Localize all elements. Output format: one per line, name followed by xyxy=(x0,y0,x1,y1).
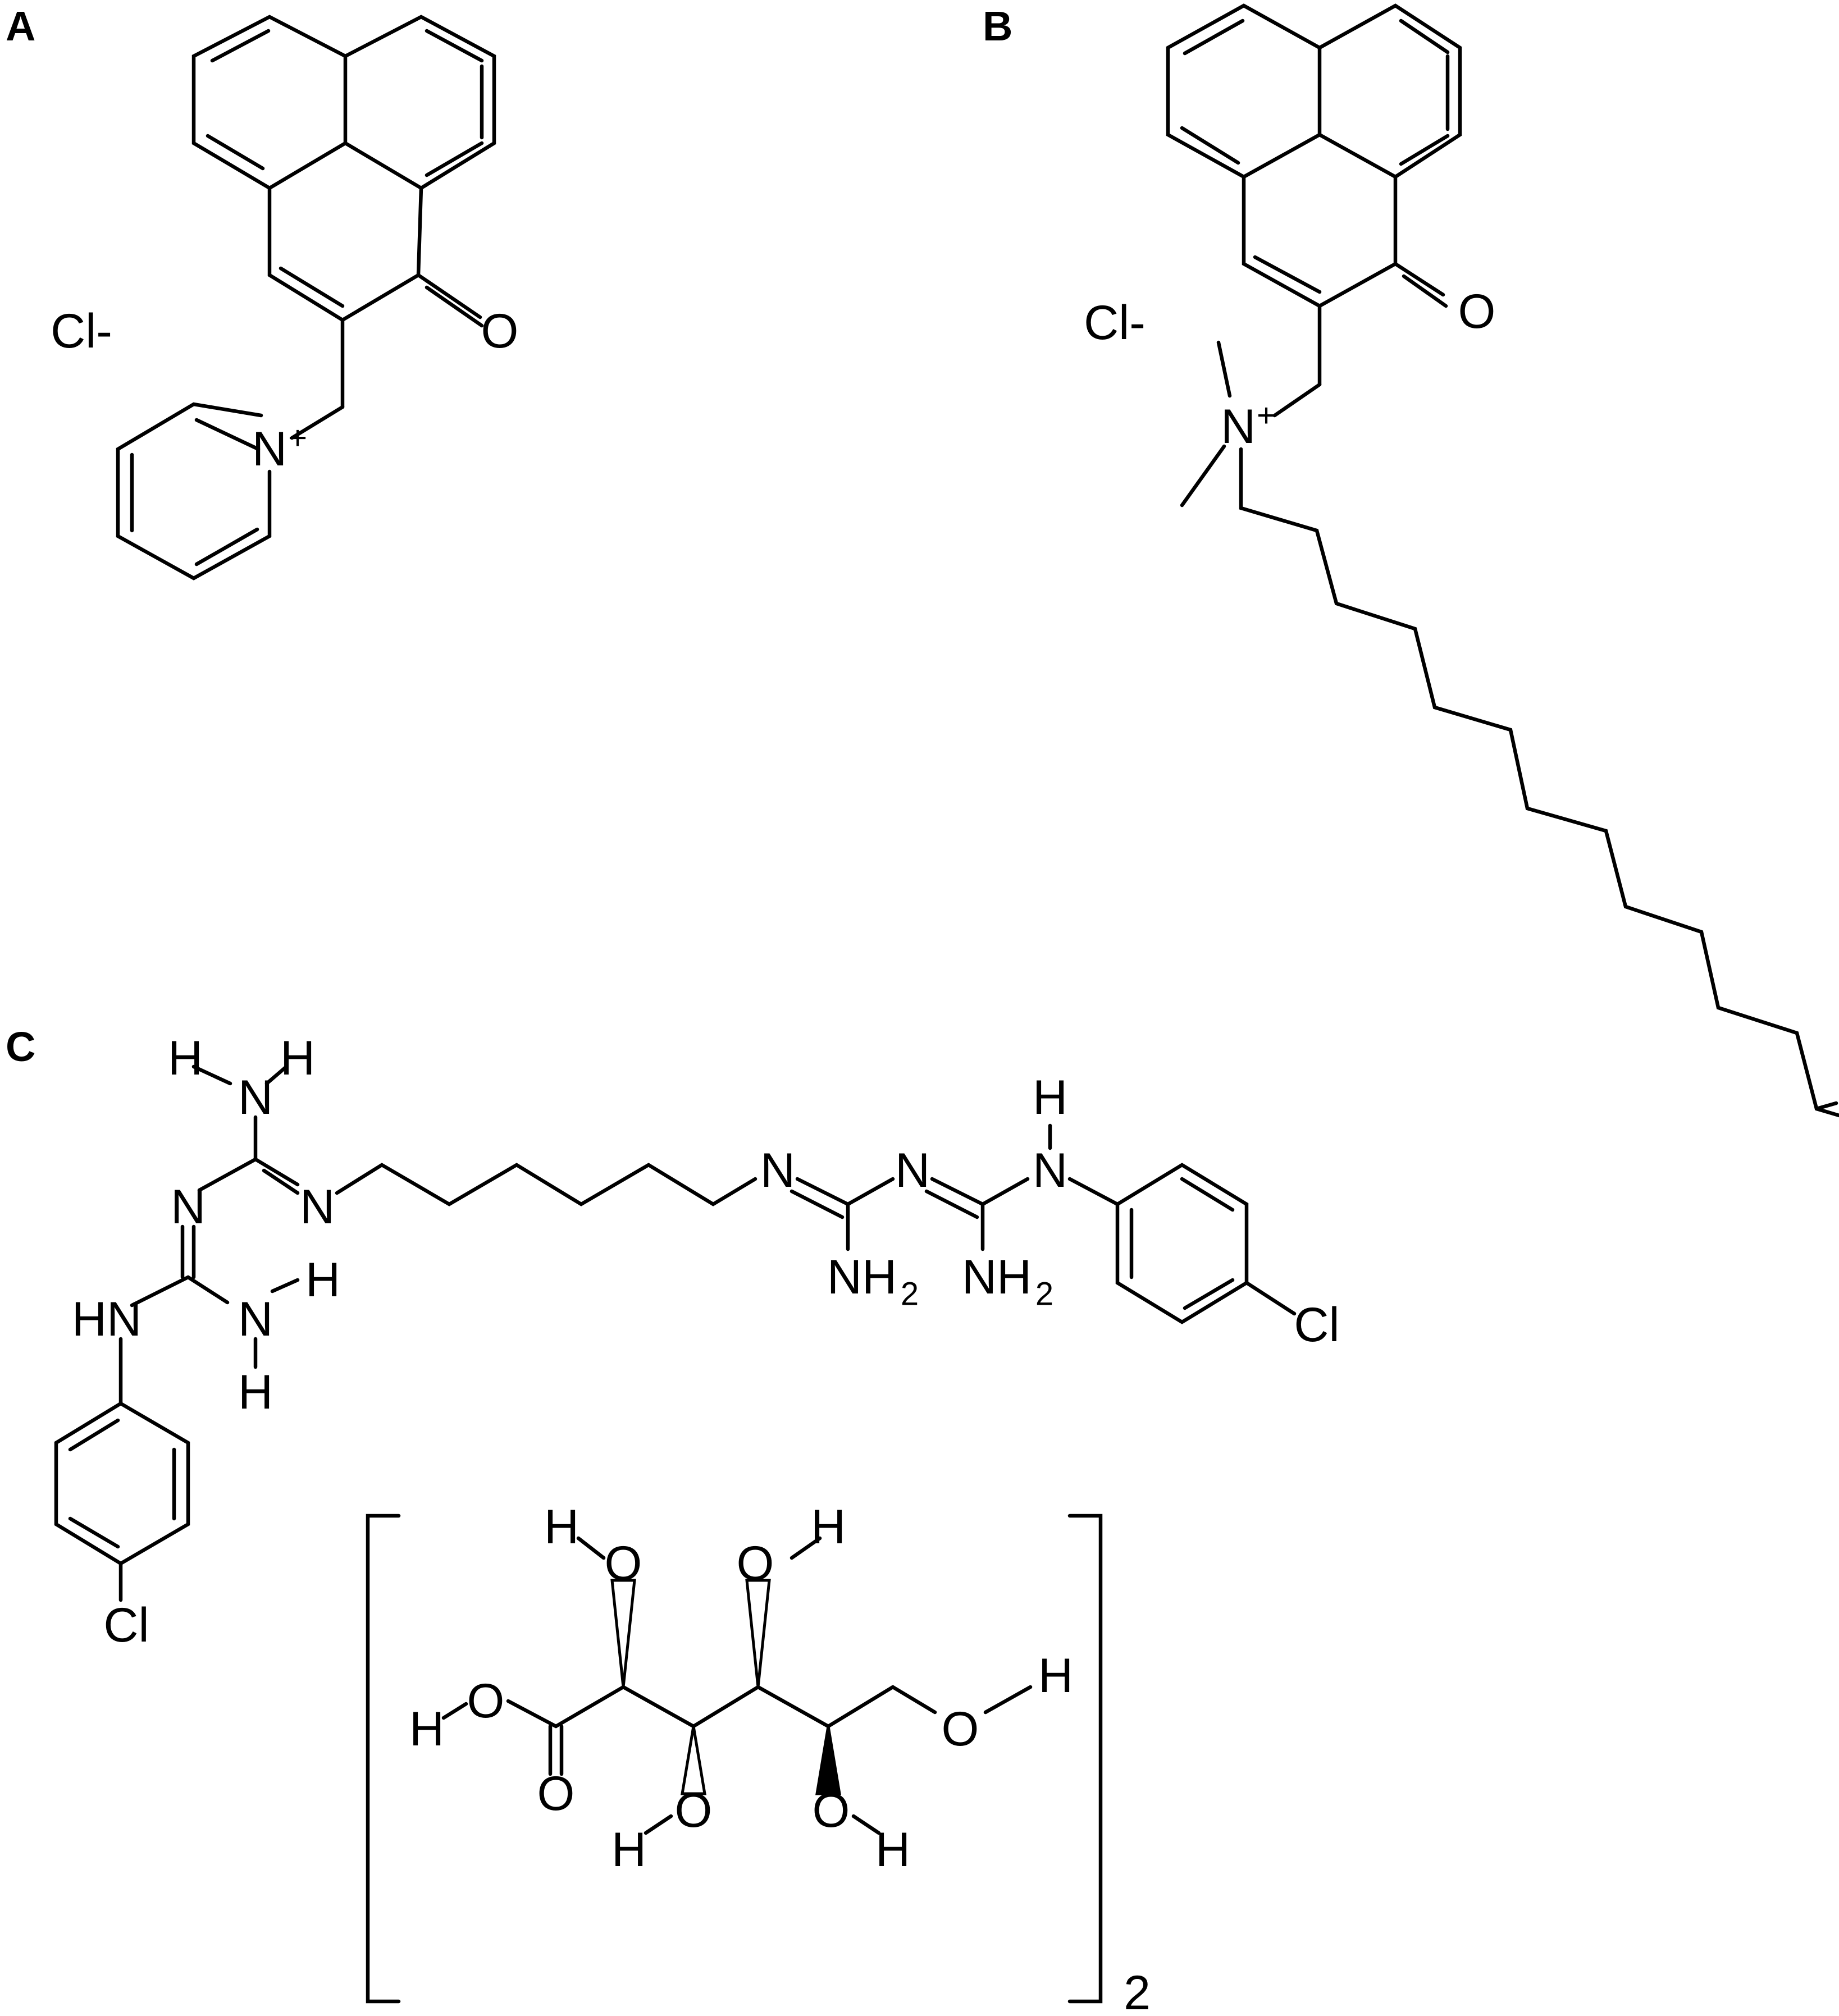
atom-o-c2: O xyxy=(605,1537,642,1590)
atom-o-c3: O xyxy=(675,1784,713,1837)
panel-b: B O N + xyxy=(983,3,1839,1118)
panel-a: A O N + Cl- xyxy=(6,3,519,580)
atom-h-4: H xyxy=(238,1365,273,1419)
panel-c-label: C xyxy=(6,1023,35,1070)
atom-n-chain-right: N xyxy=(760,1144,795,1197)
atom-h-3: H xyxy=(305,1253,340,1307)
atom-h-c3: H xyxy=(612,1823,646,1877)
atom-n-right-aryl: N xyxy=(1033,1144,1067,1197)
atom-h-2: H xyxy=(280,1031,315,1085)
panel-c-chlorhexidine-bonds xyxy=(54,1064,1297,1602)
panel-a-atom-n-charge: + xyxy=(288,420,307,456)
panel-c-gluconate-stereo-wedges xyxy=(610,1579,841,1795)
panel-c-chlorhexidine-atoms: H H N N N HN N H H Cl N N N H NH 2 NH 2 … xyxy=(72,1031,1340,1652)
panel-a-counterion: Cl- xyxy=(51,304,112,358)
atom-n-chain-left: N xyxy=(300,1180,335,1234)
atom-n-top-nh2: N xyxy=(238,1071,273,1124)
bracket-subscript: 2 xyxy=(1124,1966,1151,2016)
atom-nh2-1: NH xyxy=(827,1250,897,1304)
panel-b-counterion: Cl- xyxy=(1084,296,1146,350)
atom-cl-right: Cl xyxy=(1294,1298,1339,1352)
panel-b-atom-n-charge: + xyxy=(1257,397,1276,434)
atom-h-5: H xyxy=(1033,1071,1067,1124)
atom-h-c5: H xyxy=(875,1823,910,1877)
panel-a-bonds xyxy=(116,15,496,580)
atom-n-left: N xyxy=(171,1180,206,1234)
panel-b-bonds xyxy=(1166,3,1839,1118)
atom-o-c6: O xyxy=(942,1702,979,1756)
atom-o-cooh: O xyxy=(467,1674,505,1728)
atom-nh2-2-subscript: 2 xyxy=(1035,1276,1053,1313)
panel-c-gluconate-bonds xyxy=(441,1536,1033,1835)
panel-b-label: B xyxy=(983,3,1012,49)
panel-c-gluconate-atoms: H O O H O O H O H O H O H xyxy=(409,1500,1073,1877)
atom-o-c5: O xyxy=(813,1784,850,1837)
atom-nh2-2: NH xyxy=(962,1250,1032,1304)
atom-h-cooh: H xyxy=(409,1702,444,1756)
atom-o-carbonyl: O xyxy=(537,1767,575,1821)
panel-b-atom-n: N xyxy=(1221,400,1256,454)
atom-o-c4: O xyxy=(737,1537,774,1590)
gluconate-bracket xyxy=(366,1514,1103,2004)
panel-a-atom-o: O xyxy=(481,304,519,358)
panel-a-atom-n: N xyxy=(252,422,287,476)
atom-nh2-1-subscript: 2 xyxy=(901,1276,919,1313)
atom-cl-left: Cl xyxy=(103,1598,149,1652)
panel-c: C xyxy=(6,1023,1340,2016)
atom-h-1: H xyxy=(168,1031,203,1085)
atom-n-lower-nh2: N xyxy=(238,1292,273,1346)
panel-a-label: A xyxy=(6,3,35,49)
panel-b-atom-o: O xyxy=(1458,285,1496,339)
atom-h-c6: H xyxy=(1038,1649,1073,1703)
atom-hn-left: HN xyxy=(72,1292,142,1346)
atom-n-right-mid: N xyxy=(895,1144,930,1197)
atom-h-c2: H xyxy=(544,1500,579,1554)
atom-h-c4: H xyxy=(811,1500,846,1554)
